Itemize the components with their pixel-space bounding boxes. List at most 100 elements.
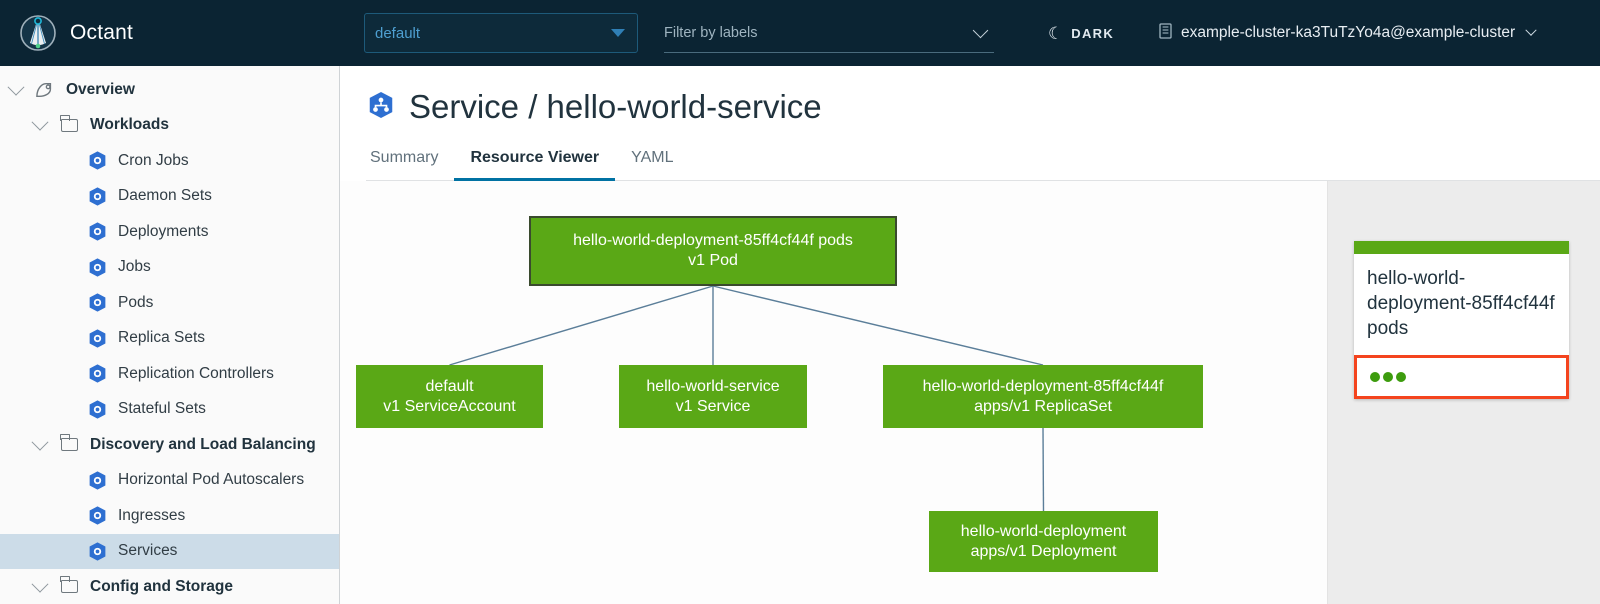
- graph-node-kind: v1 ServiceAccount: [383, 397, 516, 415]
- cluster-icon: [1158, 22, 1173, 44]
- replica-set-icon: [86, 327, 108, 349]
- graph-node-replicaset[interactable]: hello-world-deployment-85ff4cf44f apps/v1…: [883, 365, 1203, 428]
- sidebar-item-label: Pods: [118, 293, 154, 311]
- namespace-select[interactable]: default: [364, 13, 638, 53]
- sidebar-item-deployments[interactable]: Deployments: [0, 214, 339, 250]
- pod-icon: [86, 292, 108, 314]
- chevron-down-icon: [1525, 24, 1537, 36]
- graph-node-name: hello-world-service: [646, 377, 780, 395]
- resource-viewer: hello-world-deployment-85ff4cf44f pods v1…: [340, 181, 1600, 604]
- label-filter-input[interactable]: Filter by labels: [664, 13, 994, 53]
- sidebar-item-daemon-sets[interactable]: Daemon Sets: [0, 179, 339, 215]
- sidebar-item-label: Services: [118, 542, 178, 560]
- sidebar-item-stateful-sets[interactable]: Stateful Sets: [0, 392, 339, 428]
- brand[interactable]: Octant: [0, 11, 340, 55]
- detail-card[interactable]: hello-world-deployment-85ff4cf44f pods: [1354, 241, 1569, 399]
- deployment-icon: [86, 221, 108, 243]
- service-icon: [86, 540, 108, 562]
- sidebar-item-overview[interactable]: Overview: [0, 72, 339, 108]
- service-icon: [366, 90, 396, 125]
- detail-panel: hello-world-deployment-85ff4cf44f pods: [1328, 181, 1600, 604]
- page-header: Service / hello-world-service Summary Res…: [340, 66, 1600, 181]
- main-content: Service / hello-world-service Summary Res…: [340, 66, 1600, 604]
- graph-node-kind: v1 Service: [675, 397, 751, 415]
- caret-down-icon: [611, 29, 625, 37]
- graph-edge: [1042, 427, 1045, 512]
- sidebar-item-label: Workloads: [90, 116, 169, 134]
- status-dot[interactable]: [1383, 372, 1393, 382]
- brand-title: Octant: [70, 21, 134, 44]
- chevron-expand-icon[interactable]: [31, 575, 49, 593]
- hpa-icon: [86, 469, 108, 491]
- graph-node-sa[interactable]: default v1 ServiceAccount: [356, 365, 543, 428]
- sidebar-item-ingresses[interactable]: Ingresses: [0, 498, 339, 534]
- sidebar-item-replica-sets[interactable]: Replica Sets: [0, 321, 339, 357]
- detail-card-statusbar: [1354, 241, 1569, 254]
- sidebar-item-workloads[interactable]: Workloads: [0, 108, 339, 144]
- ingress-icon: [86, 505, 108, 527]
- detail-card-status-highlight[interactable]: [1354, 355, 1569, 399]
- theme-toggle-label: DARK: [1071, 25, 1115, 41]
- job-icon: [86, 256, 108, 278]
- tab-bar[interactable]: Summary Resource Viewer YAML: [366, 144, 1600, 181]
- graph-node-name: hello-world-deployment-85ff4cf44f: [922, 377, 1164, 395]
- sidebar-item-label: Deployments: [118, 222, 209, 240]
- status-dot[interactable]: [1396, 372, 1406, 382]
- sidebar-item-label: Jobs: [118, 258, 151, 276]
- sidebar-item-cron-jobs[interactable]: Cron Jobs: [0, 143, 339, 179]
- page-title: Service / hello-world-service: [366, 88, 1600, 126]
- sidebar-item-label: Stateful Sets: [118, 400, 206, 418]
- folder-icon: [58, 576, 80, 598]
- sidebar-item-services[interactable]: Services: [0, 533, 339, 569]
- tab-yaml[interactable]: YAML: [631, 149, 674, 166]
- cluster-name: example-cluster-ka3TuTzYo4a@example-clus…: [1181, 24, 1516, 41]
- sidebar-item-label: Overview: [66, 80, 135, 98]
- chevron-expand-icon[interactable]: [7, 78, 25, 96]
- sidebar-item-label: Horizontal Pod Autoscalers: [118, 471, 305, 489]
- sidebar-item-jobs[interactable]: Jobs: [0, 250, 339, 286]
- top-header: Octant default Filter by labels ☾ DARK: [0, 0, 1600, 66]
- chevron-down-icon: [972, 22, 989, 39]
- octant-logo-icon: [16, 11, 60, 55]
- status-dot[interactable]: [1370, 372, 1380, 382]
- sidebar-item-config-and-storage[interactable]: Config and Storage: [0, 569, 339, 604]
- chevron-expand-icon[interactable]: [31, 433, 49, 451]
- graph-node-name: default: [425, 377, 474, 395]
- sidebar-item-replication-controllers[interactable]: Replication Controllers: [0, 356, 339, 392]
- sidebar-item-label: Discovery and Load Balancing: [90, 435, 316, 453]
- replication-controller-icon: [86, 363, 108, 385]
- graph-node-name: hello-world-deployment: [960, 522, 1127, 540]
- cluster-selector[interactable]: example-cluster-ka3TuTzYo4a@example-clus…: [1158, 22, 1537, 44]
- tab-summary[interactable]: Summary: [370, 149, 439, 166]
- graph-edge: [712, 285, 1044, 366]
- graph-node-kind: apps/v1 ReplicaSet: [974, 397, 1112, 415]
- folder-icon: [58, 114, 80, 136]
- theme-toggle[interactable]: ☾ DARK: [1048, 25, 1114, 42]
- sidebar-item-label: Ingresses: [118, 506, 186, 524]
- sidebar-item-discovery-and-load-balancing[interactable]: Discovery and Load Balancing: [0, 427, 339, 463]
- sidebar-item-horizontal-pod-autoscalers[interactable]: Horizontal Pod Autoscalers: [0, 463, 339, 499]
- chevron-expand-icon[interactable]: [31, 113, 49, 131]
- graph-node-kind: v1 Pod: [688, 252, 738, 269]
- tab-resource-viewer[interactable]: Resource Viewer: [454, 145, 616, 181]
- graph-edges: [449, 285, 1045, 512]
- namespace-value: default: [375, 24, 421, 42]
- stateful-set-icon: [86, 398, 108, 420]
- detail-card-title: hello-world-deployment-85ff4cf44f pods: [1367, 268, 1555, 339]
- moon-icon: ☾: [1048, 23, 1064, 43]
- label-filter-placeholder: Filter by labels: [664, 24, 758, 41]
- daemon-set-icon: [86, 185, 108, 207]
- sidebar-item-label: Replica Sets: [118, 329, 206, 347]
- folder-icon: [58, 434, 80, 456]
- sidebar-item-label: Daemon Sets: [118, 187, 212, 205]
- sidebar-item-pods[interactable]: Pods: [0, 285, 339, 321]
- sidebar-item-label: Config and Storage: [90, 577, 233, 595]
- graph-node-service[interactable]: hello-world-service v1 Service: [619, 365, 807, 428]
- graph-edge: [449, 285, 714, 366]
